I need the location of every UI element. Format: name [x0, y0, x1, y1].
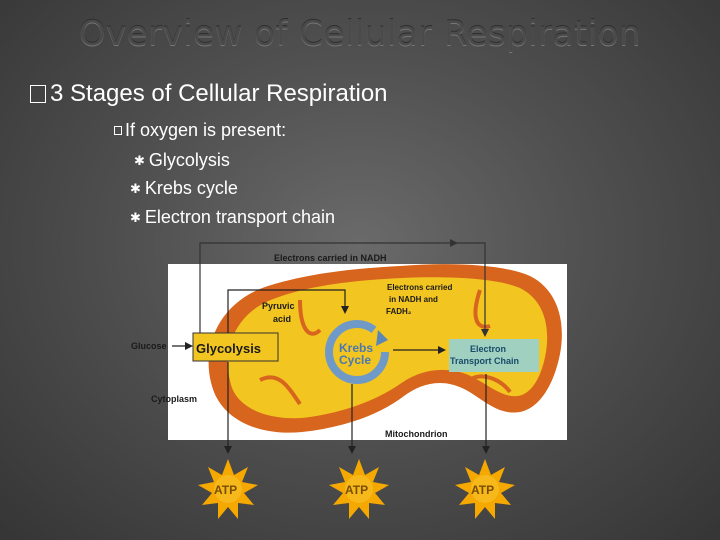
star-bullet-icon: ✱	[130, 180, 141, 196]
crista-line	[468, 374, 512, 394]
bullet-krebs-text: Krebs cycle	[144, 178, 238, 198]
nadh-arrow-top	[199, 239, 458, 333]
small-square-bullet-icon	[114, 126, 122, 135]
krebs-arrowhead-icon	[376, 330, 388, 346]
glycolysis-label: Glycolysis	[196, 341, 261, 356]
nadh-top-label: Electrons carried in NADH	[274, 253, 387, 263]
crista-line	[259, 375, 302, 406]
etc-box	[449, 339, 539, 372]
krebs-label-1: Krebs	[339, 341, 373, 355]
atp-burst-icon: ATP	[198, 459, 258, 519]
bullet-etc: ✱ Electron transport chain	[130, 207, 335, 228]
krebs-cycle-arrow	[325, 320, 389, 384]
bullet-stages: 3 Stages of Cellular Respiration	[30, 80, 388, 108]
crista-line	[473, 289, 491, 329]
star-bullet-icon: ✱	[130, 209, 141, 225]
pyruvic-label-1: Pyruvic	[262, 301, 295, 311]
etc-label-2: Transport Chain	[450, 356, 519, 366]
krebs-label-2: Cycle	[339, 353, 371, 367]
glycolysis-box	[192, 332, 279, 362]
bullet-stages-text: 3 Stages of Cellular Respiration	[50, 80, 388, 107]
pyruvic-arrow	[227, 289, 349, 333]
atp-label: ATP	[345, 483, 368, 497]
pyruvic-label-2: acid	[273, 314, 291, 324]
bullet-krebs: ✱ Krebs cycle	[130, 178, 238, 199]
bullet-etc-text: Electron transport chain	[144, 207, 336, 227]
mitochondrion-inner	[227, 277, 548, 419]
star-bullet-icon: ✱	[134, 152, 145, 168]
square-bullet-icon	[30, 85, 46, 103]
nadh-arrow-down	[456, 242, 489, 337]
bullet-oxygen-text: If oxygen is present:	[125, 120, 287, 140]
bullet-glycolysis-text: Glycolysis	[148, 150, 230, 170]
glucose-label: Glucose	[131, 341, 167, 351]
atp-label: ATP	[471, 483, 494, 497]
etc-label-1: Electron	[470, 344, 506, 354]
atp-burst-icon: ATP	[329, 459, 389, 519]
electrons-label-3: FADH₂	[386, 307, 412, 316]
electrons-label-2: in NADH and	[389, 295, 438, 304]
mitochondrion-label: Mitochondrion	[385, 429, 448, 439]
crista-line	[298, 299, 322, 336]
atp-burst-icon: ATP	[455, 459, 515, 519]
slide-title: Overview of Cellular Respiration	[78, 14, 642, 54]
cytoplasm-label: Cytoplasm	[151, 394, 197, 404]
atp-label: ATP	[214, 483, 237, 497]
electrons-label-1: Electrons carried	[387, 283, 452, 292]
bullet-oxygen: If oxygen is present:	[114, 120, 286, 141]
bullet-glycolysis: ✱ Glycolysis	[134, 150, 230, 171]
